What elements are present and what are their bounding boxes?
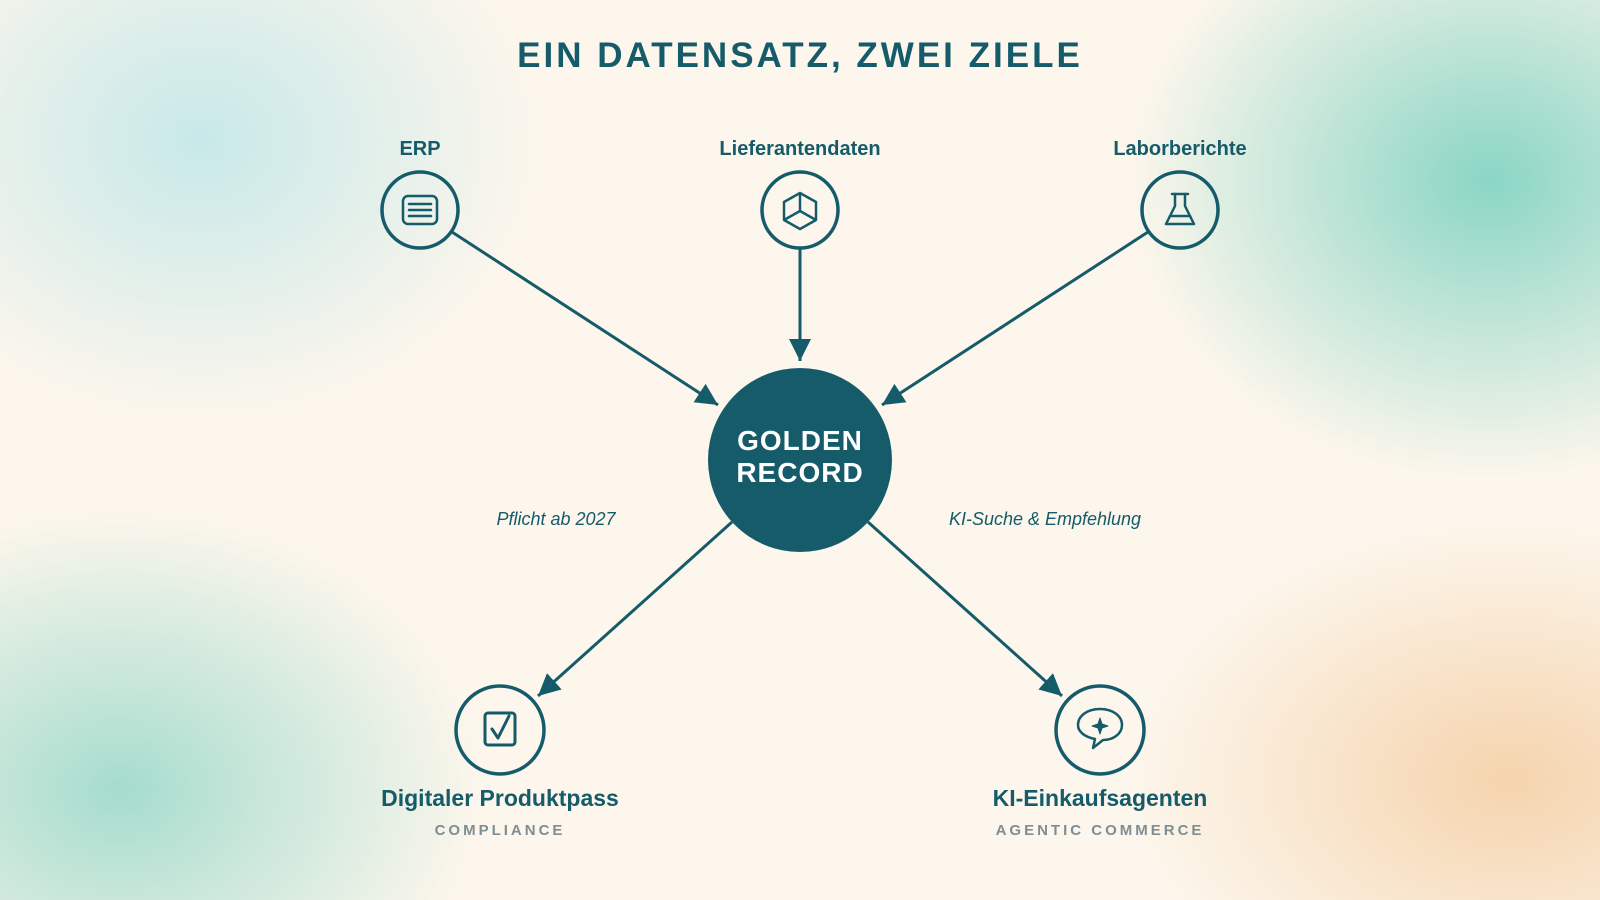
target-node-produktpass: [454, 684, 546, 776]
golden-record-hub: [708, 368, 892, 552]
document-icon: [401, 194, 439, 226]
source-label-laborberichte: Laborberichte: [1113, 138, 1247, 160]
golden-record-label: GOLDEN RECORD: [700, 425, 900, 489]
page-title: EIN DATENSATZ, ZWEI ZIELE: [517, 36, 1083, 75]
arrow-hub-to-produktpass: [536, 520, 734, 698]
target-title-einkaufsagenten: KI-Einkaufsagenten: [992, 785, 1208, 811]
arrow-erp-to-hub: [451, 230, 719, 407]
source-node-erp: [380, 170, 460, 250]
source-label-lieferantendaten: Lieferantendaten: [719, 138, 881, 160]
arrow-hub-to-einkaufsagenten: [866, 520, 1064, 698]
source-node-laborberichte: [1140, 170, 1220, 250]
chat-sparkle-icon: [1076, 707, 1124, 750]
source-label-erp: ERP: [399, 138, 441, 160]
hub-line-2: RECORD: [736, 457, 864, 488]
hub-line-1: GOLDEN: [737, 425, 863, 456]
flow-note-compliance: Pflicht ab 2027: [496, 509, 616, 529]
cube-icon: [782, 191, 818, 231]
target-subtitle-agentic-commerce: AGENTIC COMMERCE: [995, 822, 1205, 839]
target-subtitle-compliance: COMPLIANCE: [434, 822, 566, 839]
target-title-produktpass: Digitaler Produktpass: [381, 785, 619, 811]
arrow-laborberichte-to-hub: [881, 230, 1149, 407]
flow-note-agentic: KI-Suche & Empfehlung: [948, 509, 1142, 529]
checkbox-icon: [483, 711, 517, 747]
source-node-lieferantendaten: [760, 170, 840, 250]
flask-icon: [1164, 192, 1196, 226]
target-node-einkaufsagenten: [1054, 684, 1146, 776]
